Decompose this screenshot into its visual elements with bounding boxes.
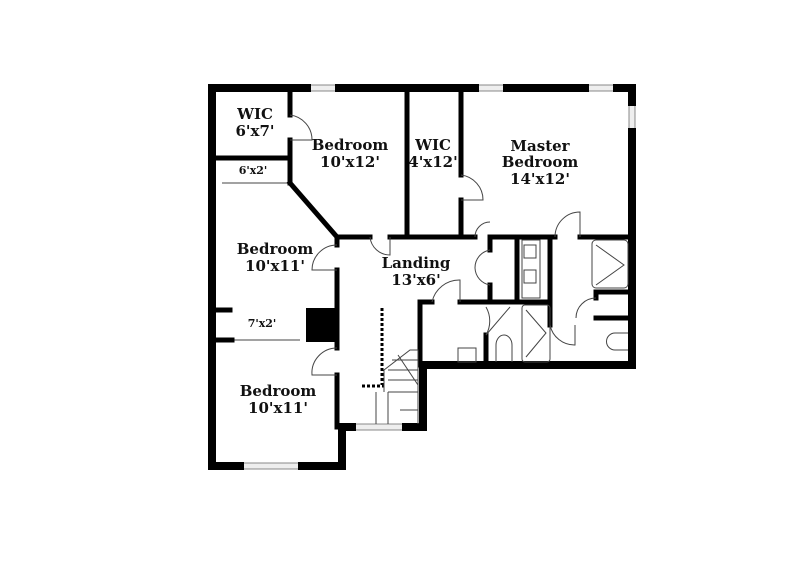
exterior-walls — [208, 84, 636, 470]
room-name-landing: Landing — [382, 254, 451, 272]
room-name-master-2: Bedroom — [502, 153, 579, 171]
room-name-bedroom-top: Bedroom — [312, 136, 389, 154]
room-size-master: 14'x12' — [510, 170, 570, 188]
staircase — [362, 308, 419, 424]
room-size-closet-1: 6'x2' — [239, 164, 268, 177]
room-name-wic-2: WIC — [414, 136, 451, 154]
doors — [289, 114, 597, 376]
room-name-bedroom-mid: Bedroom — [237, 240, 314, 258]
room-name-wic-1: WIC — [236, 105, 273, 123]
room-size-wic-2: 4'x12' — [408, 153, 457, 171]
room-size-bedroom-bottom: 10'x11' — [248, 399, 308, 417]
interior-walls — [211, 87, 633, 430]
room-size-closet-2: 7'x2' — [248, 317, 277, 330]
room-size-landing: 13'x6' — [391, 271, 440, 289]
room-name-master-1: Master — [510, 137, 570, 155]
room-size-wic-1: 6'x7' — [235, 122, 274, 140]
room-labels: WIC 6'x7' Bedroom 10'x12' WIC 4'x12' Mas… — [235, 105, 578, 417]
room-name-bedroom-bottom: Bedroom — [240, 382, 317, 400]
bathroom-fixtures — [457, 239, 629, 363]
room-size-bedroom-mid: 10'x11' — [245, 257, 305, 275]
room-size-bedroom-top: 10'x12' — [320, 153, 380, 171]
